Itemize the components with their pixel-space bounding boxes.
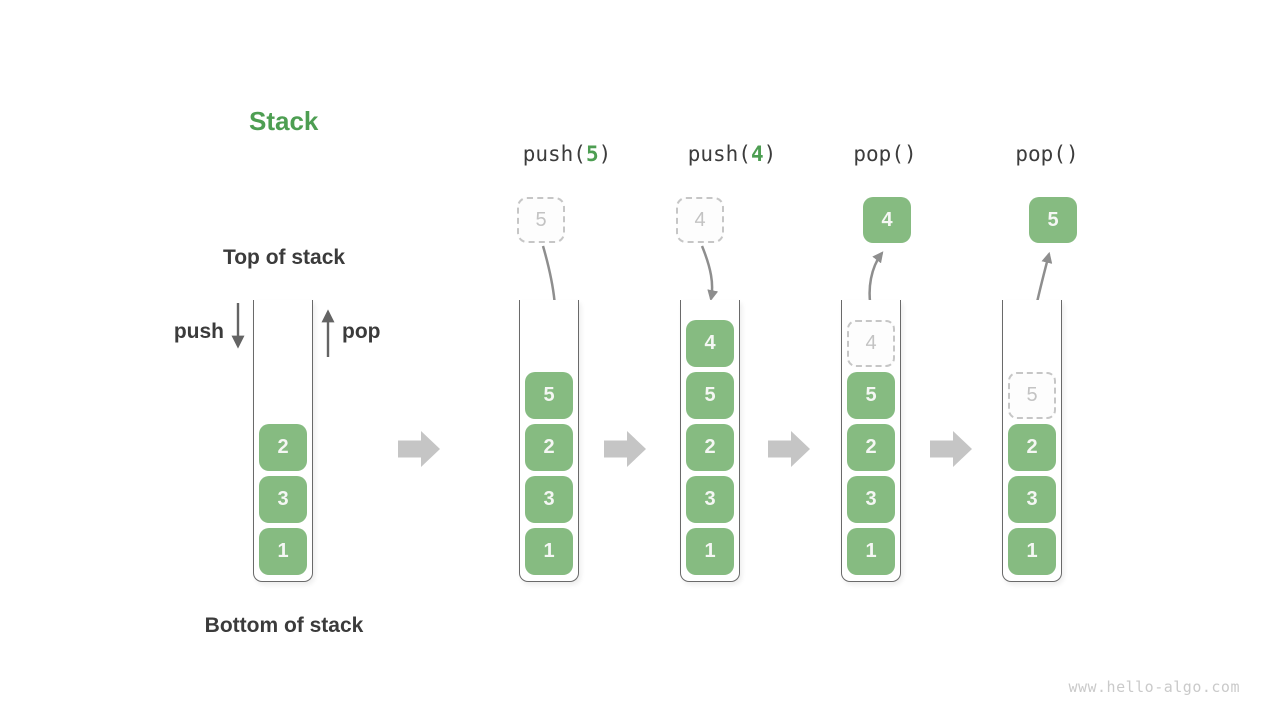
op-arg: 4 bbox=[750, 142, 764, 166]
stack-cell: 3 bbox=[259, 476, 307, 523]
ghost-cell: 5 bbox=[1008, 372, 1056, 419]
bottom-of-stack-label: Bottom of stack bbox=[204, 614, 364, 637]
popped-value: 4 bbox=[881, 208, 893, 231]
stack-cell: 1 bbox=[1008, 528, 1056, 575]
stack-state-after-push-5: 5 2 3 1 bbox=[519, 300, 579, 582]
stack-cell: 3 bbox=[1008, 476, 1056, 523]
op-label-pop-2: pop() bbox=[1015, 142, 1078, 166]
op-text: pop() bbox=[853, 142, 917, 166]
incoming-value: 5 bbox=[535, 208, 547, 231]
incoming-value: 4 bbox=[694, 208, 706, 231]
incoming-value-box: 4 bbox=[676, 197, 724, 243]
stack-cell: 3 bbox=[847, 476, 895, 523]
op-text: ) bbox=[598, 142, 612, 166]
step-arrow-icon bbox=[398, 431, 440, 467]
stack-cell: 4 bbox=[686, 320, 734, 367]
incoming-value-box: 5 bbox=[517, 197, 565, 243]
push-4-curve-arrow-icon bbox=[700, 245, 719, 302]
op-label-push-5: push(5) bbox=[523, 142, 612, 166]
stack-cell: 2 bbox=[525, 424, 573, 471]
stack-state-after-pop-2: 5 2 3 1 bbox=[1002, 300, 1062, 582]
stack-cell: 2 bbox=[1008, 424, 1056, 471]
step-arrow-icon bbox=[604, 431, 646, 467]
op-text: push( bbox=[522, 142, 586, 166]
push-label: push bbox=[173, 320, 224, 343]
stack-cell: 5 bbox=[847, 372, 895, 419]
stack-cell: 5 bbox=[686, 372, 734, 419]
page-title: Stack bbox=[249, 106, 319, 136]
op-label-pop-1: pop() bbox=[853, 142, 916, 166]
stack-cell: 3 bbox=[686, 476, 734, 523]
op-text: push( bbox=[687, 142, 751, 166]
op-text: pop() bbox=[1015, 142, 1079, 166]
watermark: www.hello-algo.com bbox=[1068, 678, 1240, 696]
step-arrow-icon bbox=[930, 431, 972, 467]
popped-value: 5 bbox=[1047, 208, 1059, 231]
stack-cell: 3 bbox=[525, 476, 573, 523]
top-of-stack-label: Top of stack bbox=[222, 246, 346, 269]
popped-value-box: 4 bbox=[863, 197, 911, 243]
stack-cell: 2 bbox=[847, 424, 895, 471]
stack-state-after-push-4: 4 5 2 3 1 bbox=[680, 300, 740, 582]
popped-value-box: 5 bbox=[1029, 197, 1077, 243]
stack-state-initial: 2 3 1 bbox=[253, 300, 313, 582]
op-label-push-4: push(4) bbox=[688, 142, 777, 166]
stack-cell: 5 bbox=[525, 372, 573, 419]
stack-state-after-pop-1: 4 5 2 3 1 bbox=[841, 300, 901, 582]
stack-cell: 2 bbox=[686, 424, 734, 471]
pop-label: pop bbox=[342, 320, 381, 343]
stack-cell: 1 bbox=[259, 528, 307, 575]
stack-cell: 1 bbox=[525, 528, 573, 575]
stack-cell: 1 bbox=[686, 528, 734, 575]
step-arrow-icon bbox=[768, 431, 810, 467]
ghost-cell: 4 bbox=[847, 320, 895, 367]
op-arg: 5 bbox=[585, 142, 599, 166]
op-text: ) bbox=[763, 142, 777, 166]
stack-cell: 2 bbox=[259, 424, 307, 471]
stack-cell: 1 bbox=[847, 528, 895, 575]
